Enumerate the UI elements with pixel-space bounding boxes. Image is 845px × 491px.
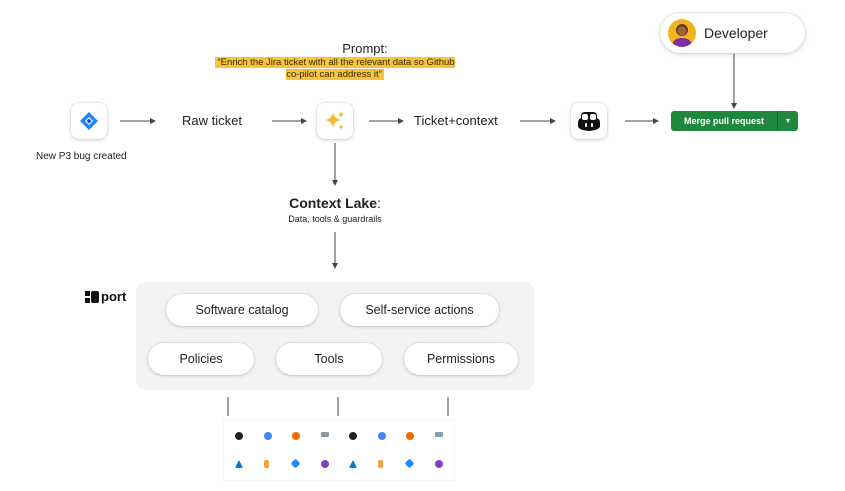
bucket-icon [320, 432, 329, 437]
jira-caption: New P3 bug created [36, 151, 127, 162]
raw-ticket-label: Raw ticket [182, 113, 242, 128]
grafana-icon [406, 432, 414, 440]
prompt-highlight: “Enrich the Jira ticket with all the rel… [215, 57, 455, 80]
copilot-icon [578, 112, 600, 131]
aws-icon [263, 460, 269, 468]
chip-tools: Tools [276, 343, 382, 375]
bucket-icon [434, 432, 443, 437]
context-lake-name: Context Lake [289, 195, 378, 211]
developer-pill: Developer [660, 13, 805, 53]
terraform-icon [320, 460, 329, 468]
context-lake-subtitle: Data, tools & guardrails [288, 214, 382, 224]
port-logo-text: port [101, 289, 127, 304]
jira-icon [80, 112, 98, 130]
sparkle-icon [325, 111, 344, 130]
jira-icon [290, 458, 301, 469]
azure-icon [235, 460, 243, 468]
merge-button-label[interactable]: Merge pull request [683, 116, 764, 126]
port-logo: port [85, 289, 126, 304]
ticket-context-label: Ticket+context [414, 113, 498, 128]
github-icon [349, 432, 357, 440]
aws-icon [377, 460, 383, 468]
gcp-icon [263, 432, 272, 440]
merge-pull-request-button[interactable]: Merge pull request ▼ [671, 111, 798, 131]
ai-tile [317, 103, 353, 139]
github-icon [235, 432, 243, 440]
grafana-icon [292, 432, 300, 440]
chip-self-service-actions: Self-service actions [340, 294, 499, 326]
chevron-down-icon[interactable]: ▼ [784, 117, 792, 125]
gcp-icon [377, 432, 386, 440]
chip-permissions: Permissions [404, 343, 518, 375]
prompt-text: “Enrich the Jira ticket with all the rel… [210, 57, 460, 81]
chip-software-catalog: Software catalog [166, 294, 318, 326]
port-logo-icon [85, 290, 99, 303]
prompt-title: Prompt: [342, 41, 388, 56]
copilot-tile [571, 103, 607, 139]
developer-avatar [668, 19, 696, 47]
jira-tile [71, 103, 107, 139]
developer-label: Developer [704, 25, 768, 41]
merge-button-divider [777, 111, 778, 131]
port-capabilities-panel: Software catalog Self-service actions Po… [136, 282, 534, 390]
jira-icon [404, 458, 415, 469]
context-lake-title: Context Lake: [260, 195, 410, 211]
azure-icon [349, 460, 357, 468]
terraform-icon [434, 460, 443, 468]
chip-policies: Policies [148, 343, 254, 375]
integrations-grid [224, 420, 454, 480]
context-lake-colon: : [377, 195, 381, 211]
